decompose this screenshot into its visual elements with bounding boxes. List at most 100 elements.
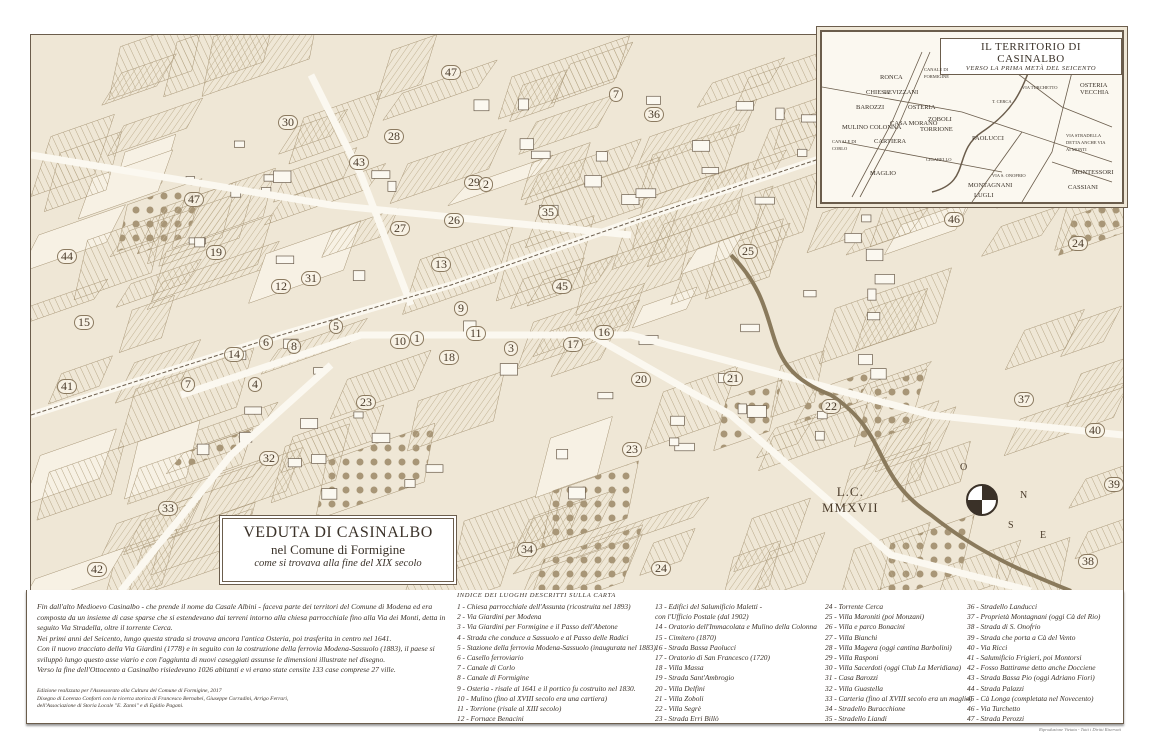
map-marker: 3 [504, 341, 518, 356]
artist-signature: L.C. MMXVII [822, 484, 879, 516]
compass-letter: N [1020, 490, 1028, 501]
inset-place-label: TORRIONE [920, 126, 953, 133]
house [737, 403, 747, 415]
house [321, 488, 338, 500]
index-heading: INDICE DEI LUOGHI DESCRITTI SULLA CARTA [457, 592, 616, 599]
field [1066, 358, 1123, 408]
field [1003, 382, 1123, 457]
house [196, 443, 210, 456]
index-entry: 23 - Strada Erri Billò [655, 714, 719, 724]
house [287, 458, 302, 468]
index-entry: 5 - Stazione della ferrovia Modena-Sassu… [457, 642, 658, 652]
torrente-cerca [729, 253, 1072, 591]
field [101, 53, 177, 106]
house [584, 175, 602, 188]
field [1004, 308, 1085, 371]
inset-place-label: CANALE DI CORLO [832, 139, 857, 151]
field [644, 365, 739, 450]
inset-place-label: CASA MORANO [890, 120, 938, 127]
index-entry: 12 - Fornace Benacini [457, 714, 524, 724]
house [646, 95, 661, 105]
index-entry: 4 - Strada che conduce a Sassuolo e al P… [457, 632, 629, 642]
house [595, 151, 608, 162]
map-marker: 8 [287, 339, 301, 354]
field [575, 496, 710, 559]
intro-paragraph: Fin dall'alto Medioevo Casinalbo - che p… [37, 602, 446, 632]
map-marker: 47 [184, 192, 204, 207]
house [404, 479, 416, 488]
credit-line: Edizione realizzata per l'Assessorato al… [37, 688, 222, 694]
field [272, 147, 358, 203]
field [31, 278, 109, 322]
house [275, 255, 295, 264]
index-entry: 33 - Carteria (fino al XVIII secolo era … [825, 693, 973, 703]
map-marker: 42 [87, 562, 107, 577]
house [556, 448, 569, 460]
inset-place-label: PAOLUCCI [972, 135, 1004, 142]
index-entry: 19 - Strada Sant'Ambrogio [655, 673, 735, 683]
map-marker: 32 [259, 451, 279, 466]
field [841, 522, 931, 591]
index-entry: 44 - Strada Palazzi [967, 683, 1024, 693]
house [803, 290, 817, 298]
inset-place-label: MONTESSORI [1072, 169, 1114, 176]
field [819, 267, 952, 365]
map-title: VEDUTA DI CASINALBO [243, 524, 433, 541]
legend-panel: Fin dall'alto Medioevo Casinalbo - che p… [26, 590, 1124, 724]
index-entry: 13 - Edifici del Salumificio Maletti - [655, 602, 763, 611]
house [867, 312, 881, 321]
field [863, 400, 940, 470]
field [329, 349, 432, 420]
index-entry: 31 - Casa Barozzi [825, 673, 878, 683]
reproduction-note: Riproduzione Vietata - Tutti i Diritti R… [1039, 727, 1121, 732]
credit-line: dell'Associazione di Storia Locale "E. Z… [37, 703, 184, 709]
index-entry: 26 - Villa e parco Bonacini [825, 622, 905, 632]
map-marker: 31 [301, 271, 321, 286]
map-marker: 16 [594, 325, 614, 340]
inset-place-label: RONCA [880, 74, 903, 81]
field [532, 299, 641, 358]
house [861, 214, 872, 223]
index-entry: 6 - Casello ferroviario [457, 653, 524, 663]
map-marker: 44 [57, 249, 77, 264]
house [735, 101, 754, 111]
map-marker: 37 [1014, 392, 1034, 407]
house [870, 368, 887, 380]
map-marker: 1 [410, 331, 424, 346]
field [115, 258, 202, 308]
field [376, 35, 437, 101]
house [844, 233, 862, 244]
map-marker: 7 [609, 87, 623, 102]
index-entry: 28 - Villa Magera (oggi cantina Barbolin… [825, 642, 952, 652]
index-entry: 22 - Villa Segrè [655, 704, 702, 714]
index-entry: 37 - Proprietà Montagnani (oggi Cà del R… [967, 612, 1101, 622]
field [315, 422, 436, 521]
map-marker: 12 [271, 279, 291, 294]
index-entry: 10 - Mulino (fino al XVIII secolo era un… [457, 693, 608, 703]
house [635, 188, 657, 198]
house [499, 363, 518, 376]
compass-rose-icon [966, 484, 998, 516]
index-entry: 24 - Torrente Cerca [825, 602, 884, 611]
house [387, 180, 397, 192]
map-marker: 28 [384, 129, 404, 144]
index-entry: 43 - Strada Bassa Pio (oggi Adriano Fior… [967, 673, 1095, 683]
map-marker: 45 [552, 279, 572, 294]
index-entry: 3 - Via Giardini per Formigine e il Pass… [457, 622, 618, 632]
field [636, 98, 758, 169]
index-entry: 32 - Villa Guastella [825, 683, 883, 693]
house [669, 437, 680, 447]
field [993, 536, 1071, 591]
map-marker: 19 [206, 245, 226, 260]
house [234, 140, 245, 148]
index-column: 13 - Edifici del Salumificio Maletti - c… [655, 602, 817, 724]
inset-place-label: VIA STRADELLA DETTA ANCHE VIA AI MONTI [1066, 133, 1106, 152]
map-marker: 9 [454, 301, 468, 316]
index-entry: con l'Ufficio Postale (dal 1902) [655, 612, 749, 622]
map-marker: 5 [329, 319, 343, 334]
inset-place-label: CARTIERA [874, 138, 907, 145]
index-entry: 18 - Villa Massa [655, 663, 704, 673]
index-entry: 25 - Villa Maroniti (poi Monzani) [825, 612, 925, 622]
house [621, 194, 640, 205]
